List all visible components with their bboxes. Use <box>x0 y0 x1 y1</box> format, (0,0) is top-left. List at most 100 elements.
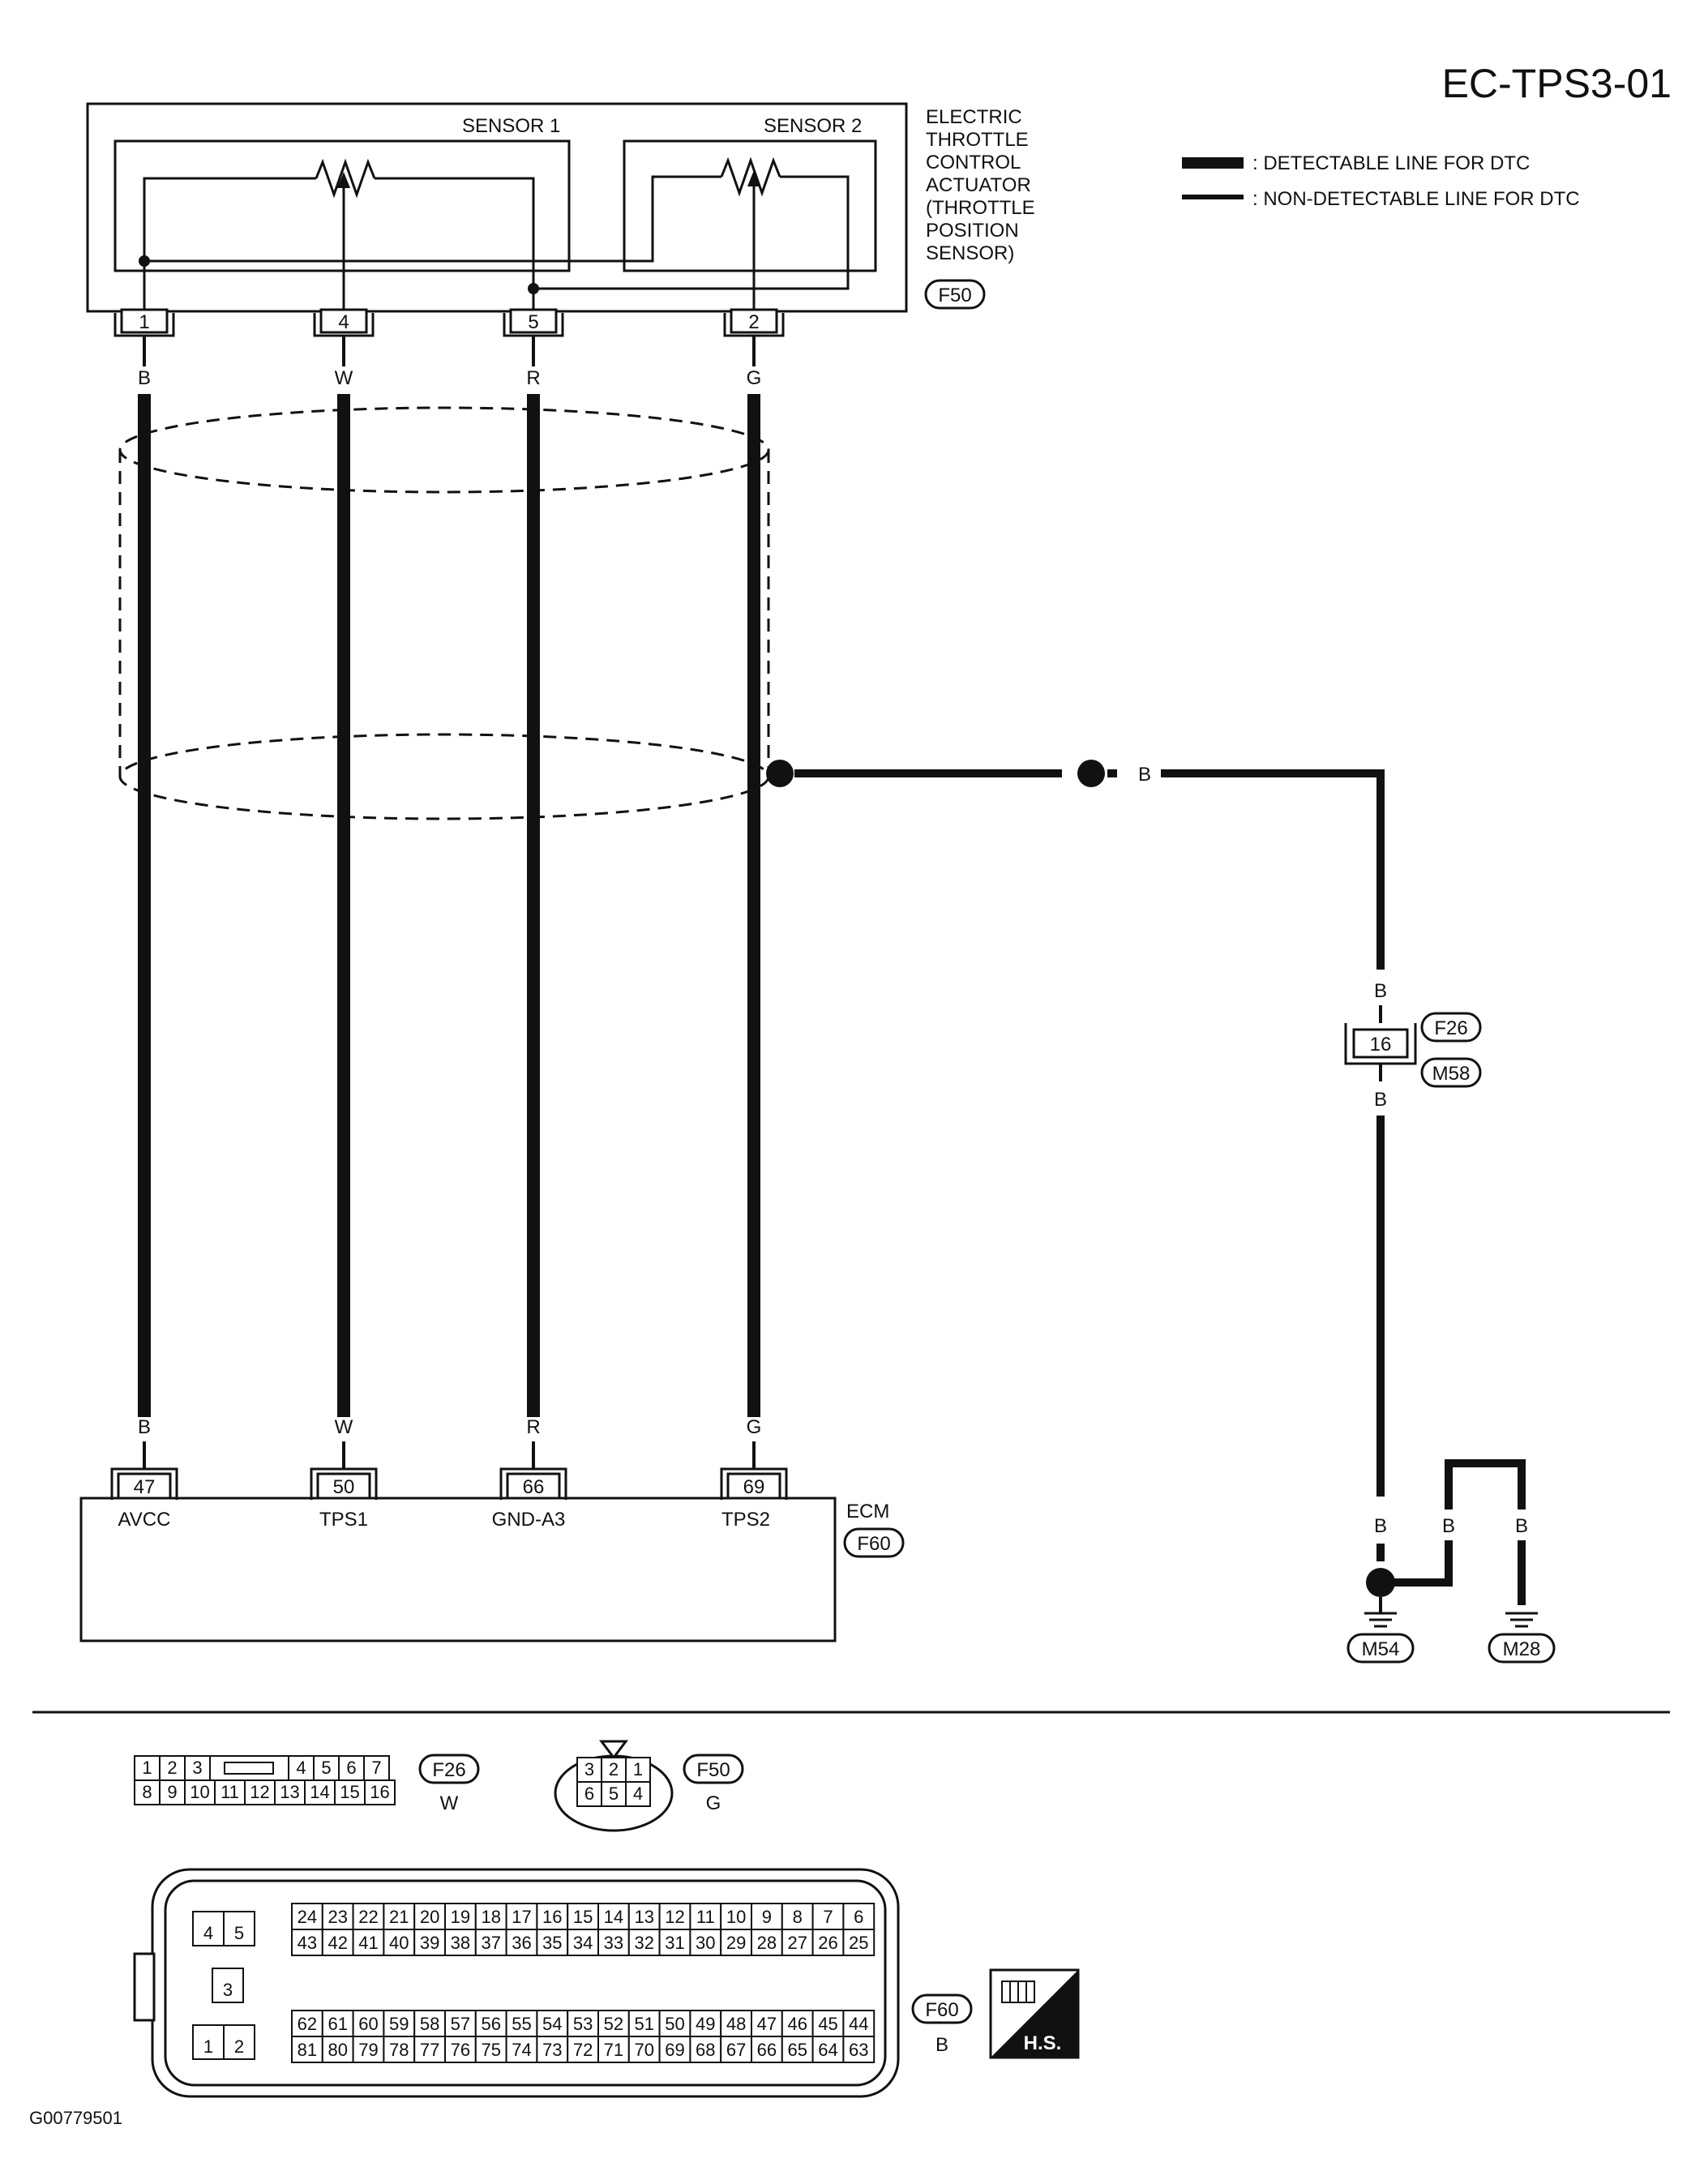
f26-key-slot <box>209 1755 289 1781</box>
svg-text:27: 27 <box>787 1933 807 1953</box>
svg-text:61: 61 <box>328 2014 347 2034</box>
f60-pin: 45 <box>811 2010 845 2037</box>
legend-detectable-swatch <box>1182 157 1244 169</box>
f60-pin: 38 <box>444 1929 477 1956</box>
svg-text:21: 21 <box>389 1907 409 1927</box>
svg-text:30: 30 <box>696 1933 715 1953</box>
f26-pin: 5 <box>313 1755 340 1781</box>
svg-text:7: 7 <box>371 1758 381 1778</box>
wire-avcc <box>138 394 151 1417</box>
wire-color-top-4: G <box>747 367 762 389</box>
shield-drain: B B 16 F26 M58 B B B B <box>766 760 1556 1664</box>
f60-pin: 7 <box>811 1903 845 1930</box>
f60-pin: 9 <box>751 1903 783 1930</box>
sensor2-box <box>623 139 877 272</box>
f60-pin: 71 <box>597 2036 630 2063</box>
svg-text:(THROTTLE: (THROTTLE <box>926 197 1035 219</box>
svg-text:62: 62 <box>298 2014 317 2034</box>
svg-text:47: 47 <box>134 1476 156 1498</box>
svg-text:47: 47 <box>757 2014 777 2034</box>
f60-pin: 19 <box>444 1903 477 1930</box>
f60-pin: 61 <box>321 2010 354 2037</box>
svg-text:43: 43 <box>298 1933 317 1953</box>
f60-pin: 36 <box>505 1929 538 1956</box>
f60-pin: 28 <box>751 1929 783 1956</box>
svg-text:51: 51 <box>634 2014 653 2034</box>
ecm-outline <box>79 1497 837 1642</box>
f60-pin: 59 <box>383 2010 416 2037</box>
f60-pin: 53 <box>567 2010 600 2037</box>
wire-color-bottom-3: R <box>526 1416 540 1438</box>
svg-text:45: 45 <box>818 2014 837 2034</box>
svg-text:57: 57 <box>451 2014 470 2034</box>
svg-text:48: 48 <box>726 2014 746 2034</box>
throttle-actuator: SENSOR 1 SENSOR 2 ELECTRIC THROTTLE CONT… <box>86 102 1035 324</box>
svg-text:CONTROL: CONTROL <box>926 152 1021 173</box>
svg-text:50: 50 <box>665 2014 684 2034</box>
svg-text:52: 52 <box>604 2014 623 2034</box>
ecm-pin-66: 66 <box>499 1467 567 1500</box>
svg-text:14: 14 <box>310 1782 329 1802</box>
f60-power-pin: 5 <box>223 1911 255 1946</box>
f60-pin: 80 <box>321 2036 354 2063</box>
f60-pin: 43 <box>291 1929 323 1956</box>
f60-connector-id: F60 <box>911 1993 973 2024</box>
f50-key-icon <box>599 1740 628 1760</box>
svg-text:42: 42 <box>328 1933 347 1953</box>
svg-text:F50: F50 <box>696 1759 730 1781</box>
legend-detectable-text: : DETECTABLE LINE FOR DTC <box>1252 152 1530 174</box>
f60-pin: 18 <box>474 1903 507 1930</box>
f60-latch <box>133 1952 156 2022</box>
ecm-terminal-avcc: AVCC <box>118 1509 171 1531</box>
f50-pin: 3 <box>576 1757 602 1783</box>
ground-wire-color-2: B <box>1442 1515 1455 1537</box>
f60-pin: 64 <box>811 2036 845 2063</box>
f60-pin: 76 <box>444 2036 477 2063</box>
f60-pin: 11 <box>689 1903 722 1930</box>
sensor2-label: SENSOR 2 <box>764 115 862 137</box>
f60-pin: 31 <box>658 1929 691 1956</box>
svg-text:ELECTRIC: ELECTRIC <box>926 106 1022 128</box>
actuator-outline <box>86 102 908 313</box>
ground-wire-color-1: B <box>1374 1515 1387 1537</box>
svg-text:9: 9 <box>167 1782 177 1802</box>
f50-pin: 5 <box>601 1781 627 1807</box>
joint-connector-id-m58: M58 <box>1432 1063 1471 1085</box>
actuator-connector-id: F50 <box>938 285 971 306</box>
ecm-terminal-tps1: TPS1 <box>319 1509 368 1531</box>
svg-text:6: 6 <box>584 1784 594 1804</box>
f60-pin: 74 <box>505 2036 538 2063</box>
svg-text:75: 75 <box>481 2040 500 2060</box>
wire-tps1 <box>337 394 350 1417</box>
f60-pin: 75 <box>474 2036 507 2063</box>
svg-text:3: 3 <box>223 1980 233 2000</box>
actuator-pins: 1 4 5 2 <box>113 308 785 337</box>
svg-text:13: 13 <box>280 1782 299 1802</box>
svg-text:32: 32 <box>634 1933 653 1953</box>
svg-text:16: 16 <box>370 1782 389 1802</box>
f26-pin: 1 <box>134 1755 161 1781</box>
f60-pin: 15 <box>567 1903 600 1930</box>
sensor1-resistor <box>315 158 376 199</box>
f60-pin: 41 <box>352 1929 385 1956</box>
svg-text:20: 20 <box>420 1907 439 1927</box>
legend: : DETECTABLE LINE FOR DTC : NON-DETECTAB… <box>1182 152 1580 210</box>
sensor2-resistor <box>720 156 781 197</box>
sensor1-label: SENSOR 1 <box>462 115 560 137</box>
svg-text:53: 53 <box>573 2014 593 2034</box>
f60-pin: 12 <box>658 1903 691 1930</box>
svg-text:8: 8 <box>793 1907 803 1927</box>
svg-text:31: 31 <box>665 1933 684 1953</box>
f50-connector-color: G <box>706 1792 721 1814</box>
f60-pin: 63 <box>842 2036 876 2063</box>
svg-text:13: 13 <box>634 1907 653 1927</box>
svg-text:68: 68 <box>696 2040 715 2060</box>
f60-pin: 46 <box>781 2010 814 2037</box>
svg-text:15: 15 <box>340 1782 359 1802</box>
svg-text:4: 4 <box>203 1923 213 1943</box>
f60-pin: 25 <box>842 1929 876 1956</box>
svg-text:6: 6 <box>854 1907 863 1927</box>
svg-text:72: 72 <box>573 2040 593 2060</box>
svg-text:23: 23 <box>328 1907 347 1927</box>
f60-power-pin: 3 <box>212 1968 244 2003</box>
